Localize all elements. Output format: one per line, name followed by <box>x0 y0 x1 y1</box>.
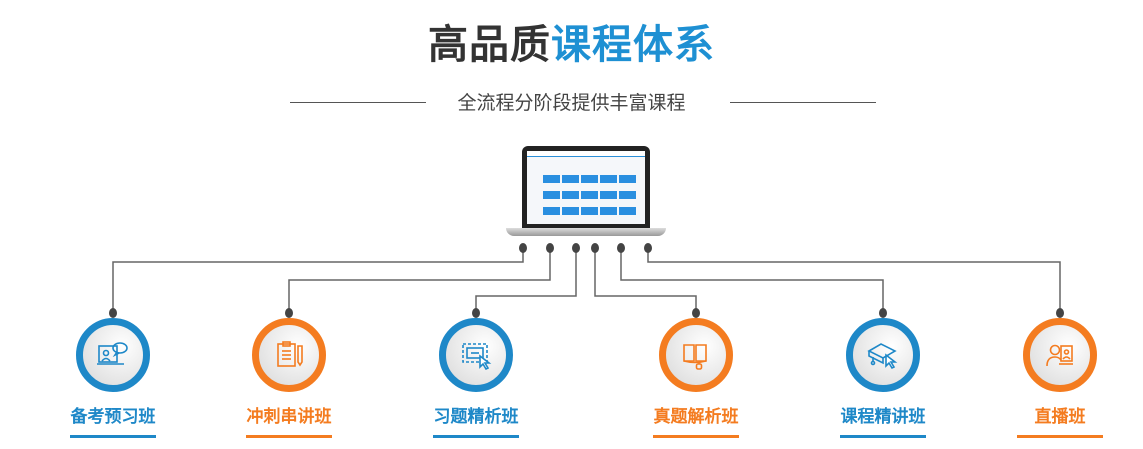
course-icon-circle <box>659 318 733 392</box>
course-underline <box>70 435 156 438</box>
course-label: 习题精析班 <box>433 407 519 427</box>
graduation-cap-click-icon <box>867 343 898 370</box>
course-underline <box>433 435 519 438</box>
course-icon-circle <box>846 318 920 392</box>
laptop-base <box>506 228 666 236</box>
course-label: 课程精讲班 <box>840 407 926 427</box>
course-label: 真题解析班 <box>653 407 739 427</box>
course-item-intensive[interactable]: 课程精讲班 <box>813 318 953 438</box>
open-book-icon <box>683 344 707 370</box>
page-title: 高品质课程体系 <box>0 12 1143 70</box>
course-icon-circle <box>1023 318 1097 392</box>
laptop-screen-bezel <box>522 146 650 228</box>
course-icon-circle <box>76 318 150 392</box>
title-blue-part: 课程体系 <box>551 22 715 68</box>
laptop-illustration <box>506 146 666 238</box>
course-label: 直播班 <box>1034 407 1086 427</box>
course-label: 冲刺串讲班 <box>246 407 332 427</box>
course-label: 备考预习班 <box>70 407 156 427</box>
exercise-click-icon <box>462 343 492 370</box>
subtitle-divider-right <box>730 102 876 103</box>
subtitle-divider-left <box>290 102 426 103</box>
course-underline <box>1017 435 1103 438</box>
course-item-live[interactable]: 直播班 <box>990 318 1130 438</box>
course-underline <box>246 435 332 438</box>
subtitle-row: 全流程分阶段提供丰富课程 <box>0 88 1143 118</box>
title-dark-part: 高品质 <box>428 22 551 68</box>
screen-topbar <box>527 151 645 157</box>
course-item-exercise[interactable]: 习题精析班 <box>406 318 546 438</box>
online-tutor-icon <box>97 342 128 365</box>
course-underline <box>653 435 739 438</box>
course-item-sprint[interactable]: 冲刺串讲班 <box>219 318 359 438</box>
course-underline <box>840 435 926 438</box>
clipboard-checklist-icon <box>277 341 303 367</box>
course-icon-circle <box>439 318 513 392</box>
subtitle: 全流程分阶段提供丰富课程 <box>457 92 686 114</box>
live-stream-icon <box>1046 344 1073 367</box>
laptop-screen <box>527 151 645 224</box>
course-item-past-exam[interactable]: 真题解析班 <box>626 318 766 438</box>
course-item-prep[interactable]: 备考预习班 <box>43 318 183 438</box>
course-icon-circle <box>252 318 326 392</box>
